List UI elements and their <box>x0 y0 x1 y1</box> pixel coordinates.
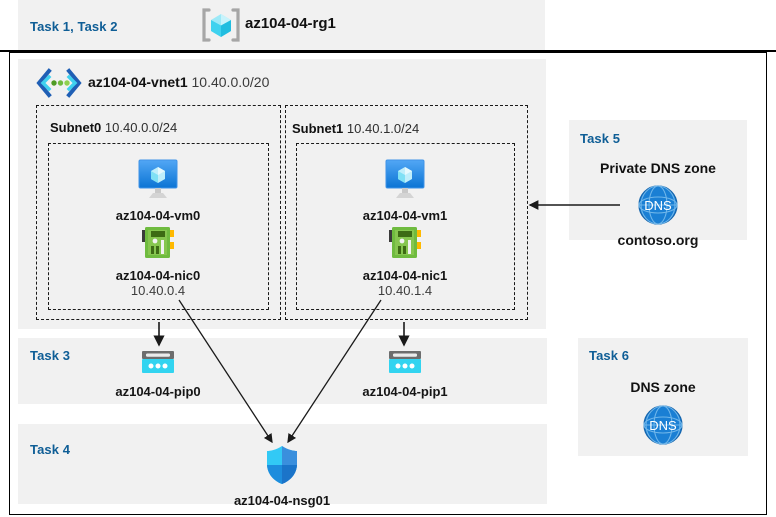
task-1-2-label: Task 1, Task 2 <box>30 19 118 34</box>
task-3-label: Task 3 <box>30 348 71 363</box>
nic0-name: az104-04-nic0 <box>115 268 201 283</box>
nsg-node[interactable]: az104-04-nsg01 <box>222 444 342 508</box>
subnet0-boundary <box>36 105 281 320</box>
resource-group-node[interactable] <box>200 6 242 49</box>
nic0-ip: 10.40.0.4 <box>130 283 186 298</box>
subnet1-inner-boundary <box>296 143 515 310</box>
subnet1-cidr: 10.40.1.0/24 <box>346 121 420 136</box>
pip0-name: az104-04-pip0 <box>115 384 201 399</box>
pip1-node[interactable]: az104-04-pip1 <box>345 349 465 399</box>
public-ip-address-icon <box>345 349 465 382</box>
private-dns-zone-node[interactable]: DNS contoso.org <box>598 184 718 248</box>
network-interface-icon <box>345 225 465 266</box>
pip1-name: az104-04-pip1 <box>362 384 448 399</box>
task-6-label: Task 6 <box>589 348 630 363</box>
private-dns-zone-heading: Private DNS zone <box>600 160 716 176</box>
nic0-node[interactable]: az104-04-nic0 10.40.0.4 <box>98 225 218 298</box>
subnet0-title: Subnet0 10.40.0.0/24 <box>50 120 177 135</box>
subnet1-name: Subnet1 <box>292 121 344 136</box>
subnet1-title: Subnet1 10.40.1.0/24 <box>292 121 419 136</box>
vm1-name: az104-04-vm1 <box>362 208 448 223</box>
virtual-network-icon <box>36 68 82 103</box>
network-security-group-shield-icon <box>222 444 342 491</box>
nic1-ip: 10.40.1.4 <box>377 283 433 298</box>
subnet0-name: Subnet0 <box>50 120 102 135</box>
vnet-name: az104-04-vnet1 <box>88 74 188 90</box>
vnet-icon-wrap <box>36 68 82 103</box>
dns-globe-icon: DNS <box>598 184 718 231</box>
header-divider-rule <box>0 50 776 52</box>
nic1-name: az104-04-nic1 <box>362 268 448 283</box>
subnet0-cidr: 10.40.0.0/24 <box>104 120 178 135</box>
subnet1-boundary <box>285 105 528 320</box>
pip0-node[interactable]: az104-04-pip0 <box>98 349 218 399</box>
dns-zone-node[interactable]: DNS <box>603 404 723 451</box>
virtual-machine-icon <box>98 157 218 206</box>
vm0-name: az104-04-vm0 <box>115 208 201 223</box>
nsg-name: az104-04-nsg01 <box>233 493 331 508</box>
vm1-node[interactable]: az104-04-vm1 <box>345 157 465 223</box>
private-dns-zone-name: contoso.org <box>617 232 699 248</box>
task-1-2-band <box>18 0 545 50</box>
resource-group-cube-icon <box>200 6 242 49</box>
resource-group-name: az104-04-rg1 <box>245 15 336 32</box>
svg-text:DNS: DNS <box>644 198 672 213</box>
dns-globe-icon: DNS <box>603 404 723 451</box>
svg-text:DNS: DNS <box>649 418 677 433</box>
vm0-node[interactable]: az104-04-vm0 <box>98 157 218 223</box>
task-3-panel <box>18 338 547 404</box>
vnet-title: az104-04-vnet1 10.40.0.0/20 <box>88 74 269 90</box>
vnet-panel <box>18 59 546 329</box>
nic1-node[interactable]: az104-04-nic1 10.40.1.4 <box>345 225 465 298</box>
vnet-cidr: 10.40.0.0/20 <box>191 74 270 90</box>
public-ip-address-icon <box>98 349 218 382</box>
task-5-label: Task 5 <box>580 131 621 146</box>
task-4-label: Task 4 <box>30 442 71 457</box>
network-interface-icon <box>98 225 218 266</box>
virtual-machine-icon <box>345 157 465 206</box>
subnet0-inner-boundary <box>48 143 269 310</box>
dns-zone-heading: DNS zone <box>630 379 696 395</box>
